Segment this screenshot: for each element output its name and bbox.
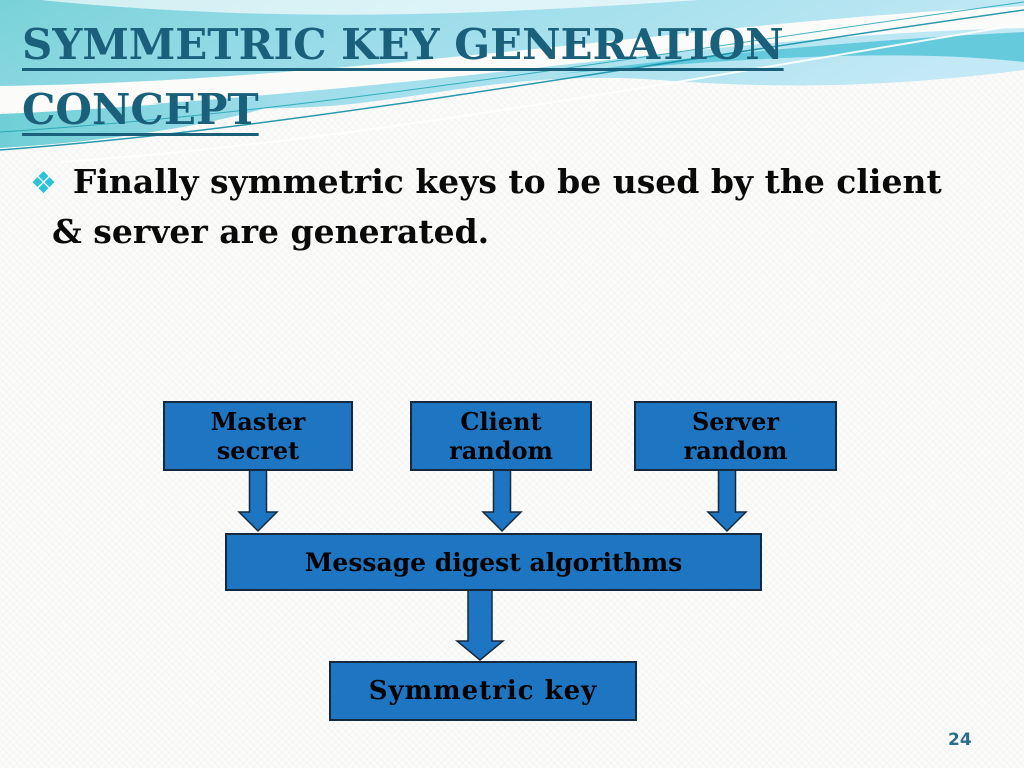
bullet-diamond-icon: ❖ bbox=[30, 166, 57, 201]
box-master-secret-label-line-2: secret bbox=[216, 436, 300, 465]
header-swoosh-decoration bbox=[0, 0, 1024, 163]
box-master-secret-label-line-1: Master bbox=[210, 407, 306, 436]
slide-title-line-1: SYMMETRIC KEY GENERATION bbox=[22, 20, 784, 69]
box-client-random: Client random bbox=[410, 401, 592, 471]
slide-title-line-2: CONCEPT bbox=[22, 85, 259, 134]
bullet-item: ❖ Finally symmetric keys to be used by th… bbox=[30, 158, 1005, 256]
arrow-server-to-digest bbox=[706, 469, 748, 533]
box-server-random-label-line-1: Server bbox=[691, 407, 780, 436]
arrow-master-to-digest bbox=[237, 469, 279, 533]
box-symmetric-key: Symmetric key bbox=[329, 661, 637, 721]
swoosh-top-white-arc bbox=[40, 0, 700, 15]
bullet-text-line-2: & server are generated. bbox=[52, 212, 490, 251]
arrow-digest-to-key bbox=[454, 589, 506, 661]
box-client-random-label-line-2: random bbox=[449, 436, 553, 465]
arrow-client-to-digest bbox=[481, 469, 523, 533]
page-number: 24 bbox=[948, 730, 972, 750]
swoosh-white-band bbox=[0, 6, 1024, 112]
box-symmetric-key-label: Symmetric key bbox=[368, 676, 598, 706]
box-server-random: Server random bbox=[634, 401, 837, 471]
slide-title: SYMMETRIC KEY GENERATION CONCEPT bbox=[22, 12, 784, 142]
swoosh-accent-lines bbox=[0, 1, 1024, 163]
box-server-random-label-line-2: random bbox=[683, 436, 788, 465]
box-client-random-label-line-1: Client bbox=[460, 407, 542, 436]
bullet-text-line-1: Finally symmetric keys to be used by the… bbox=[72, 162, 942, 201]
box-message-digest-algorithms-label: Message digest algorithms bbox=[304, 547, 683, 577]
box-message-digest-algorithms: Message digest algorithms bbox=[225, 533, 762, 591]
box-master-secret: Master secret bbox=[163, 401, 353, 471]
bullet-line-1: ❖ Finally symmetric keys to be used by th… bbox=[30, 158, 1005, 208]
